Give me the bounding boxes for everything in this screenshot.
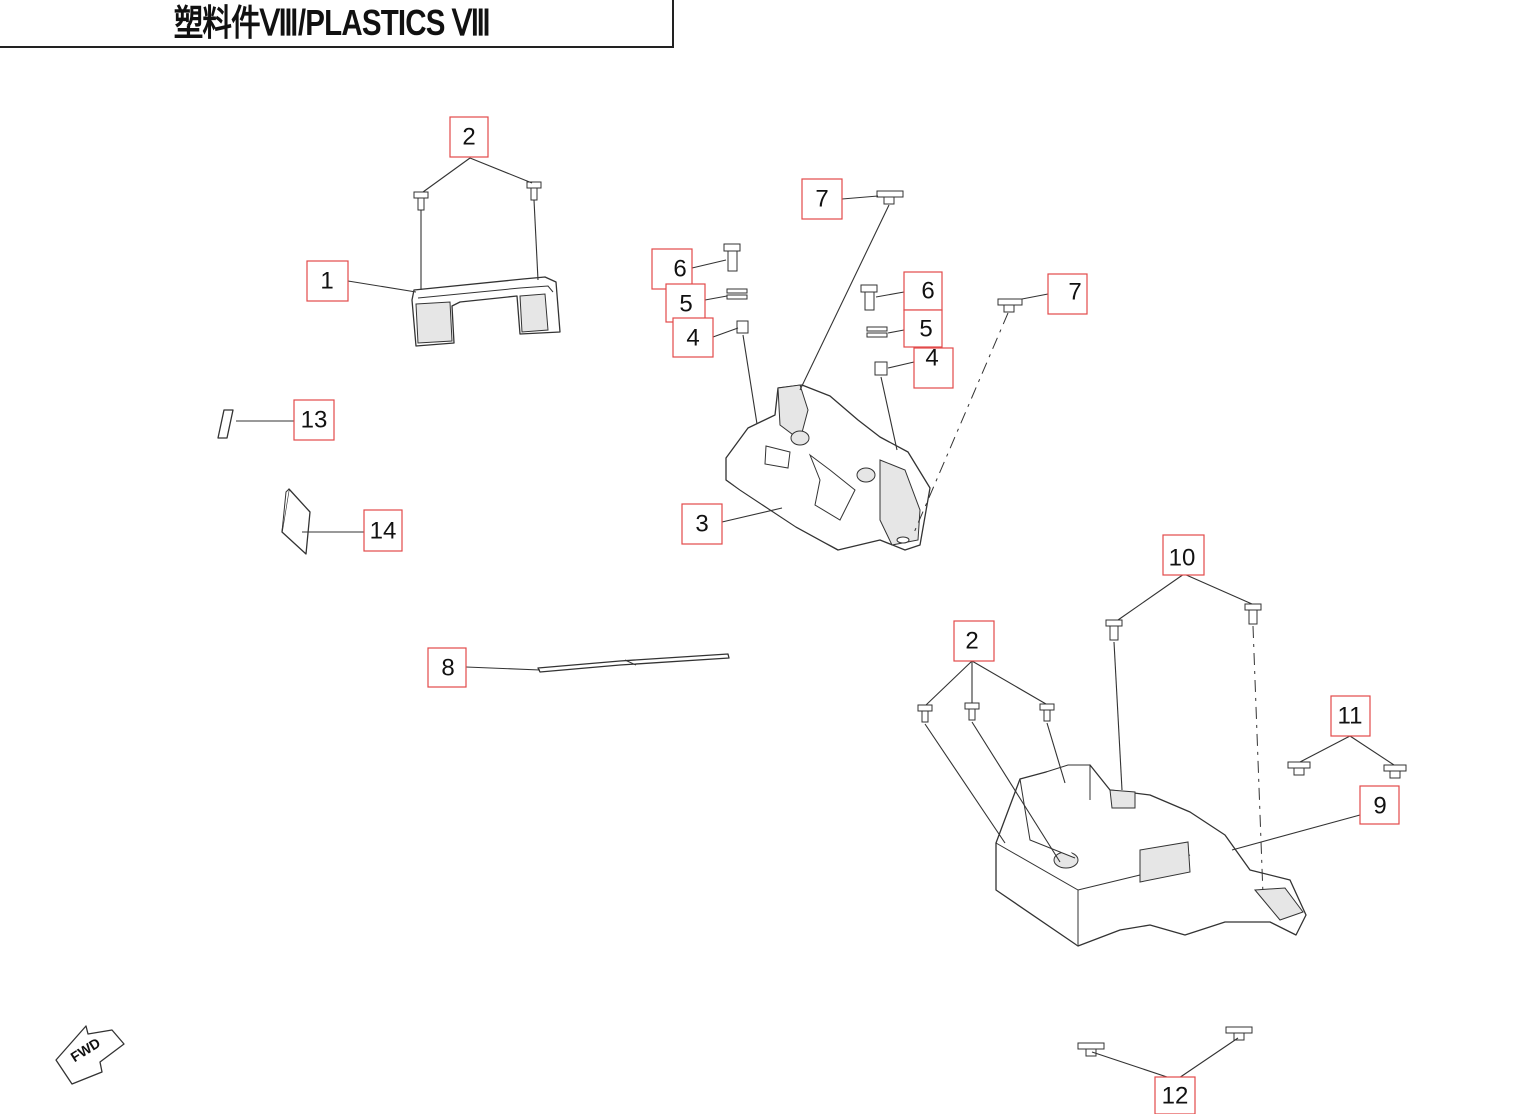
callout-8: 8 [427, 647, 467, 688]
callout-6a: 6 [651, 248, 693, 290]
callout-4a: 4 [672, 317, 714, 358]
callout-4b: 4 [913, 345, 954, 389]
svg-text:2: 2 [965, 628, 978, 655]
page-title: 塑料件Ⅷ/PLASTICS Ⅷ [173, 2, 491, 43]
title-box: 塑料件Ⅷ/PLASTICS Ⅷ [0, 0, 674, 48]
nut-12-right [1225, 1026, 1253, 1041]
svg-text:1: 1 [320, 268, 333, 295]
svg-text:13: 13 [301, 407, 328, 434]
callout-9: 9 [1359, 785, 1400, 825]
svg-text:8: 8 [441, 655, 454, 682]
screw-2a-left [413, 191, 429, 290]
svg-text:9: 9 [1373, 793, 1386, 820]
clip-7b [997, 298, 1023, 313]
svg-text:4: 4 [686, 325, 699, 352]
screw-2a-right [526, 181, 542, 281]
svg-text:2: 2 [462, 124, 475, 151]
nut-12-left [1077, 1042, 1105, 1057]
callout-6b: 6 [903, 271, 943, 311]
svg-text:14: 14 [370, 518, 397, 545]
part-14-pad [281, 488, 311, 555]
callout-5b: 5 [903, 309, 943, 348]
spacer-4a [736, 320, 749, 334]
screw-10-left [1105, 619, 1123, 641]
part-1-bracket [411, 276, 561, 347]
callout-2-bottom: 2 [953, 620, 995, 662]
callout-7a: 7 [801, 178, 843, 220]
washer-5a [726, 288, 748, 300]
nut-11-left [1287, 761, 1311, 776]
callout-11: 11 [1330, 695, 1371, 737]
callout-14: 14 [363, 509, 403, 552]
callout-10: 10 [1162, 534, 1205, 576]
screw-2b-2 [964, 702, 980, 721]
part-9-lower-tray [995, 764, 1307, 947]
callout-2-top: 2 [449, 116, 489, 158]
callout-1: 1 [306, 260, 349, 302]
bolt-6a [723, 243, 741, 272]
callout-7b: 7 [1047, 273, 1088, 315]
svg-text:10: 10 [1169, 545, 1196, 572]
svg-text:11: 11 [1338, 703, 1363, 730]
svg-text:5: 5 [919, 316, 932, 343]
svg-text:6: 6 [673, 256, 686, 283]
part-13-pad [217, 409, 234, 439]
leader-lines [236, 157, 1395, 1081]
callout-3: 3 [681, 503, 723, 545]
clip-7a [876, 190, 904, 205]
part-3-tray [725, 384, 931, 551]
svg-text:4: 4 [925, 345, 938, 372]
svg-text:6: 6 [921, 278, 934, 305]
washer-5b [866, 326, 888, 338]
callout-13: 13 [293, 399, 335, 441]
screw-2b-1 [917, 704, 933, 723]
svg-text:5: 5 [679, 291, 692, 318]
svg-text:3: 3 [695, 511, 708, 538]
callout-5a: 5 [665, 283, 706, 323]
part-8-strip [537, 653, 730, 673]
svg-text:7: 7 [815, 186, 828, 213]
screw-10-right [1244, 603, 1262, 625]
screw-2b-3 [1039, 703, 1055, 722]
callout-12: 12 [1154, 1076, 1196, 1114]
nut-11-right [1383, 764, 1407, 779]
svg-text:12: 12 [1162, 1083, 1189, 1110]
forward-arrow-icon: FWD [55, 1025, 125, 1085]
svg-text:7: 7 [1068, 279, 1081, 306]
spacer-4b [874, 361, 888, 376]
bolt-6b [860, 284, 878, 311]
